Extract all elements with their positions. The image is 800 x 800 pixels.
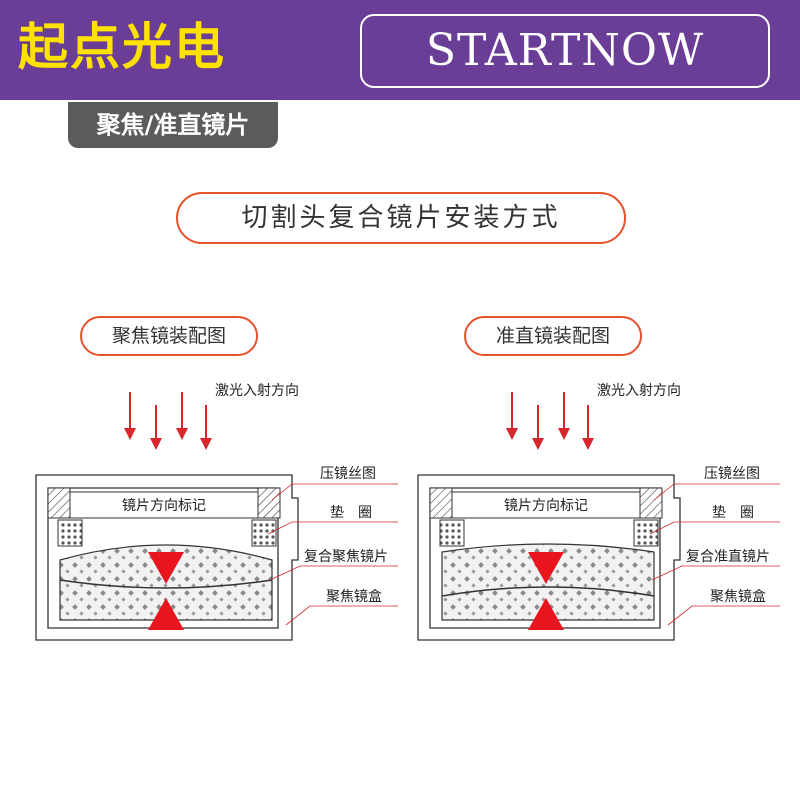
lens-mark-label: 镜片方向标记 [504, 498, 588, 514]
callout-gasket: 垫 圈 [330, 505, 372, 521]
direction-marker-down-icon [148, 552, 184, 584]
brand-chinese-name: 起点光电 [18, 18, 226, 76]
retaining-ring-right [257, 487, 281, 519]
callout-lens: 复合聚焦镜片 [304, 548, 388, 565]
main-title: 切割头复合镜片安装方式 [176, 192, 626, 244]
callout-lens: 复合准直镜片 [686, 548, 770, 565]
lens-mark-label: 镜片方向标记 [122, 498, 206, 514]
collimator-panel-title: 准直镜装配图 [464, 316, 642, 356]
assembly-diagrams: 激光入射方向 镜片方向标记 压镜丝图 垫 圈 复合聚焦镜片 聚焦镜盒 [35, 382, 780, 641]
laser-arrows-icon [506, 392, 594, 450]
header-banner: 起点光电 STARTNOW [0, 0, 800, 100]
lens-housing [417, 474, 681, 641]
direction-marker-up-icon [528, 598, 564, 630]
gasket-right [251, 519, 277, 547]
laser-direction-label: 激光入射方向 [597, 382, 681, 399]
focus-panel-title: 聚焦镜装配图 [80, 316, 258, 356]
direction-marker-down-icon [528, 552, 564, 584]
gasket-left [57, 519, 83, 547]
collimator-assembly: 激光入射方向 镜片方向标记 压镜丝图 垫 圈 复合准直镜片 聚焦镜盒 [417, 382, 780, 641]
category-tag: 聚焦/准直镜片 [68, 102, 278, 148]
brand-logo-text: STARTNOW [425, 25, 705, 76]
callout-retaining-ring: 压镜丝图 [320, 466, 376, 482]
lens-housing [35, 474, 299, 641]
brand-logo: STARTNOW [360, 14, 770, 88]
callout-lens-box: 聚焦镜盒 [710, 588, 766, 605]
callout-lens-box: 聚焦镜盒 [326, 588, 382, 605]
gasket-right [633, 519, 659, 547]
gasket-left [439, 519, 465, 547]
focus-assembly: 激光入射方向 镜片方向标记 压镜丝图 垫 圈 复合聚焦镜片 聚焦镜盒 [35, 382, 398, 641]
laser-arrows-icon [124, 392, 212, 450]
retaining-ring-right [639, 487, 663, 519]
compound-lens [441, 543, 655, 621]
retaining-ring-left [47, 487, 71, 519]
callout-retaining-ring: 压镜丝图 [704, 466, 760, 482]
callout-gasket: 垫 圈 [712, 505, 754, 521]
laser-direction-label: 激光入射方向 [215, 382, 299, 399]
direction-marker-up-icon [148, 598, 184, 630]
retaining-ring-left [429, 487, 453, 519]
